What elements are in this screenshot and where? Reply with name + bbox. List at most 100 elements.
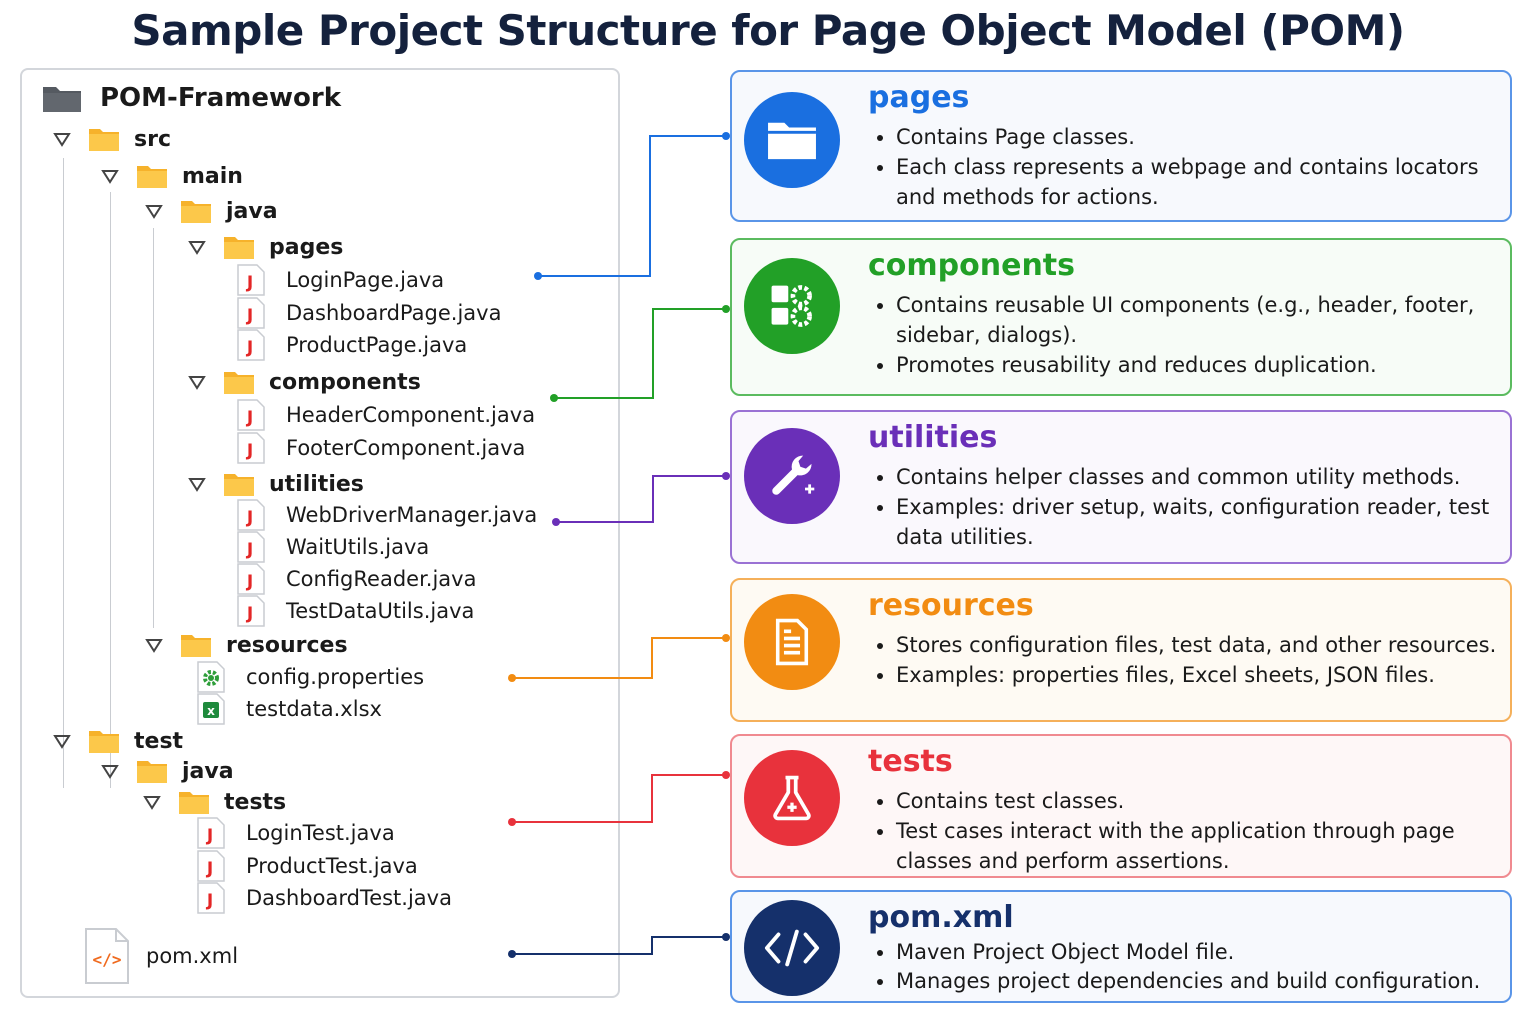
java-file-icon: J	[237, 432, 265, 464]
chevron-down-icon	[101, 170, 119, 184]
card-bullet: Manages project dependencies and build c…	[896, 967, 1506, 996]
wrench-icon	[744, 428, 840, 524]
card-bullets: Contains reusable UI components (e.g., h…	[868, 290, 1506, 380]
tree-file-label: HeaderComponent.java	[286, 403, 536, 427]
tree-folder-label: src	[134, 126, 171, 152]
folder-icon	[43, 87, 81, 112]
card-bullet: Promotes reusability and reduces duplica…	[896, 350, 1506, 380]
chevron-down-icon	[143, 796, 161, 810]
tree-guide-line	[110, 192, 111, 788]
tree-folder-components[interactable]: components	[187, 366, 421, 398]
tree-file-pom[interactable]: </> pom.xml	[84, 928, 239, 984]
card-bullet: Contains test classes.	[896, 786, 1506, 816]
tree-file[interactable]: J HeaderComponent.java	[236, 399, 535, 431]
gear-file-icon	[197, 661, 225, 693]
tree-file-label: testdata.xlsx	[246, 697, 382, 721]
chevron-down-icon	[53, 735, 71, 749]
puzzle-gear-icon	[744, 258, 840, 354]
svg-text:J: J	[246, 306, 253, 326]
tree-folder-utilities[interactable]: utilities	[187, 468, 364, 500]
card-bullets: Contains Page classes. Each class repres…	[868, 122, 1506, 212]
project-tree-panel: POM-Framework src main java pages J Logi…	[20, 68, 620, 998]
code-icon	[744, 900, 840, 996]
card-title: resources	[868, 588, 1034, 623]
tree-file-label: LoginTest.java	[246, 821, 395, 845]
tree-file-label: ConfigReader.java	[286, 567, 477, 591]
chevron-down-icon	[188, 478, 206, 492]
tree-file-label: FooterComponent.java	[286, 436, 526, 460]
document-icon	[744, 594, 840, 690]
tree-file[interactable]: x testdata.xlsx	[196, 693, 382, 725]
card-title: utilities	[868, 420, 998, 455]
tree-folder-label: test	[134, 728, 184, 754]
connector-dot	[722, 634, 730, 642]
card-utilities: utilities Contains helper classes and co…	[730, 410, 1512, 564]
chevron-down-icon	[188, 241, 206, 255]
card-bullet: Contains reusable UI components (e.g., h…	[896, 290, 1506, 350]
card-title: components	[868, 248, 1075, 283]
tree-folder-label: main	[182, 163, 243, 189]
chevron-down-icon	[145, 639, 163, 653]
connector-dot	[722, 132, 730, 140]
tree-folder-label: components	[269, 369, 421, 395]
svg-text:J: J	[206, 859, 213, 879]
card-tests: tests Contains test classes. Test cases …	[730, 734, 1512, 878]
folder-icon	[744, 92, 840, 188]
connector-dot	[722, 933, 730, 941]
tree-file[interactable]: J LoginTest.java	[196, 817, 395, 849]
chevron-down-icon	[145, 205, 163, 219]
tree-file-label: ProductTest.java	[246, 854, 418, 878]
tree-folder-tests[interactable]: tests	[142, 786, 286, 818]
tree-file[interactable]: config.properties	[196, 661, 424, 693]
tree-folder-pages[interactable]: pages	[187, 231, 343, 263]
excel-file-icon: x	[197, 693, 225, 725]
card-bullet: Examples: driver setup, waits, configura…	[896, 492, 1506, 552]
tree-folder-label: resources	[226, 632, 348, 658]
tree-root-label: POM-Framework	[100, 83, 342, 113]
chevron-down-icon	[188, 376, 206, 390]
tree-file[interactable]: J DashboardPage.java	[236, 297, 501, 329]
tree-file-label: WaitUtils.java	[286, 535, 430, 559]
tree-file[interactable]: J WaitUtils.java	[236, 531, 429, 563]
folder-icon	[224, 372, 254, 394]
tree-file[interactable]: J TestDataUtils.java	[236, 595, 474, 627]
diagram-title: Sample Project Structure for Page Object…	[131, 6, 1405, 55]
svg-text:J: J	[246, 338, 253, 358]
tree-folder-test-java[interactable]: java	[100, 755, 234, 787]
tree-file-label: DashboardTest.java	[246, 886, 452, 910]
tree-folder-test[interactable]: test	[52, 725, 183, 757]
svg-text:J: J	[206, 826, 213, 846]
tree-folder-main[interactable]: main	[100, 160, 243, 192]
tree-file[interactable]: J ProductTest.java	[196, 850, 418, 882]
tree-file[interactable]: J ProductPage.java	[236, 329, 467, 361]
folder-icon	[181, 635, 211, 657]
connector-dot	[722, 305, 730, 313]
tree-file-label: ProductPage.java	[286, 333, 468, 357]
card-title: pom.xml	[868, 900, 1014, 935]
tree-folder-main-java[interactable]: java	[144, 195, 278, 227]
tree-file[interactable]: J ConfigReader.java	[236, 563, 476, 595]
tree-root[interactable]: POM-Framework	[42, 82, 341, 114]
tree-file[interactable]: J LoginPage.java	[236, 264, 444, 296]
tree-folder-src[interactable]: src	[52, 123, 171, 155]
chevron-down-icon	[53, 133, 71, 147]
card-components: components Contains reusable UI componen…	[730, 238, 1512, 396]
folder-icon	[179, 792, 209, 814]
folder-icon	[224, 474, 254, 496]
tree-file-label: DashboardPage.java	[286, 301, 502, 325]
tree-folder-label: tests	[224, 789, 287, 815]
tree-file[interactable]: J DashboardTest.java	[196, 882, 452, 914]
folder-icon	[224, 237, 254, 259]
tree-folder-resources[interactable]: resources	[144, 629, 348, 661]
card-bullet: Contains Page classes.	[896, 122, 1506, 152]
java-file-icon: J	[197, 817, 225, 849]
tree-file-label: pom.xml	[146, 944, 239, 968]
java-file-icon: J	[237, 297, 265, 329]
tree-file[interactable]: J WebDriverManager.java	[236, 499, 537, 531]
folder-icon	[89, 129, 119, 151]
svg-text:</>: </>	[93, 950, 122, 969]
tree-file[interactable]: J FooterComponent.java	[236, 432, 525, 464]
card-bullets: Contains helper classes and common utili…	[868, 462, 1506, 552]
java-file-icon: J	[237, 563, 265, 595]
tree-folder-label: java	[226, 198, 278, 224]
